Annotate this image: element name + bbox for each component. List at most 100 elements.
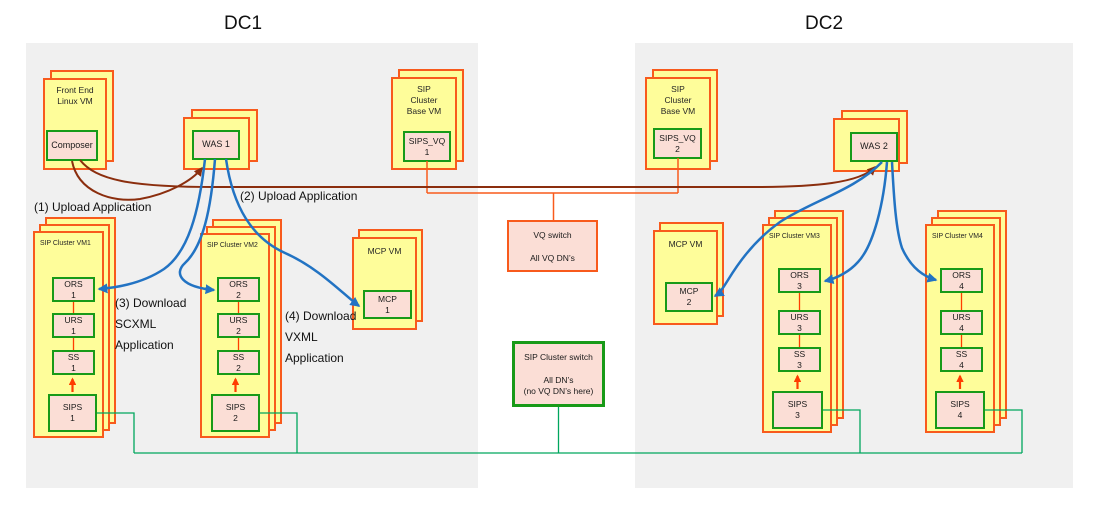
ors1-box: ORS 1	[52, 277, 95, 302]
ors3-box: ORS 3	[778, 268, 821, 293]
ors2-num: 2	[236, 289, 241, 300]
mcp1-box: MCP 1	[363, 290, 412, 319]
sips-vq1-box: SIPS_VQ 1	[403, 131, 451, 162]
vm4-title: SIP Cluster VM4	[932, 233, 983, 240]
mcp2-box: MCP 2	[665, 282, 713, 312]
mcp-vm2-title: MCP VM	[668, 239, 703, 249]
sip-base-vm1-title-line1: SIP	[417, 84, 431, 94]
urs2-num: 2	[236, 325, 241, 336]
vq-switch-box: VQ switch All VQ DN’s	[507, 220, 598, 272]
sips2-label: SIPS	[225, 402, 246, 413]
mcp1-label: MCP	[378, 293, 397, 304]
mcp1-num: 1	[385, 304, 390, 315]
ss1-box: SS 1	[52, 350, 95, 375]
ors3-label: ORS	[790, 269, 809, 280]
mcp-vm1-title: MCP VM	[367, 246, 402, 256]
annotation-upload-2: (2) Upload Application	[240, 189, 358, 203]
urs3-box: URS 3	[778, 310, 821, 335]
urs1-num: 1	[71, 325, 76, 336]
dc2-title: DC2	[805, 13, 844, 34]
ors2-label: ORS	[229, 278, 248, 289]
annotation-3-line1: (3) Download	[115, 296, 187, 310]
urs1-label: URS	[64, 314, 83, 325]
urs3-num: 3	[797, 322, 802, 333]
sip-cluster-switch-dns-label: All DN’s	[543, 375, 574, 386]
frontend-linux-vm-title: Front End Linux VM	[45, 80, 105, 107]
mcp2-label: MCP	[679, 286, 699, 297]
annotation-3-line3: Application	[115, 338, 174, 352]
vq-switch-dns-label: All VQ DN’s	[530, 253, 575, 264]
composer-label: Composer	[51, 139, 93, 150]
sips-vq2-box: SIPS_VQ 2	[653, 128, 702, 159]
sips4-num: 4	[957, 410, 963, 420]
sip-base-vm1-title: SIP Cluster Base VM	[393, 79, 455, 117]
sips3-box: SIPS 3	[772, 391, 823, 429]
annotation-download-vxml: (4) Download VXML Application	[285, 306, 356, 369]
sip-base-vm2-title-line2: Cluster	[664, 95, 692, 106]
sip-base-vm1-title-line3: Base VM	[406, 106, 442, 117]
sips1-num: 1	[70, 413, 75, 423]
frontend-vm-title-line2: Linux VM	[57, 96, 93, 107]
sips1-box: SIPS 1	[48, 394, 97, 432]
annotation-download-scxml: (3) Download SCXML Application	[115, 293, 186, 356]
ss3-num: 3	[797, 359, 802, 370]
annotation-4-line3: Application	[285, 351, 344, 365]
urs2-label: URS	[229, 314, 248, 325]
sip-base-vm1-title-line2: Cluster	[410, 95, 438, 106]
ors3-num: 3	[797, 280, 802, 291]
composer-box: Composer	[46, 130, 98, 161]
urs4-num: 4	[959, 322, 964, 333]
ors4-box: ORS 4	[940, 268, 983, 293]
vm2-title: SIP Cluster VM2	[207, 242, 258, 249]
ors4-num: 4	[959, 280, 964, 291]
ors2-box: ORS 2	[217, 277, 260, 302]
ss4-num: 4	[959, 359, 964, 370]
ss2-label: SS	[232, 351, 245, 362]
vq-switch-label: VQ switch	[533, 230, 572, 240]
urs4-box: URS 4	[940, 310, 983, 335]
annotation-3-line2: SCXML	[115, 317, 157, 331]
ss1-num: 1	[71, 362, 76, 373]
sips3-num: 3	[795, 410, 800, 420]
frontend-vm-title-line1: Front End	[56, 85, 94, 95]
vm3-title: SIP Cluster VM3	[769, 233, 820, 240]
ss2-num: 2	[236, 362, 241, 373]
sips-vq2-label: SIPS_VQ	[659, 132, 696, 143]
dc1-title: DC1	[224, 13, 263, 34]
sip-cluster-switch-box: SIP Cluster switch All DN’s (no VQ DN’s …	[512, 341, 605, 407]
sip-cluster-switch-note: (no VQ DN’s here)	[523, 386, 594, 397]
sips2-box: SIPS 2	[211, 394, 260, 432]
annotation-upload-1: (1) Upload Application	[34, 200, 152, 214]
ss4-label: SS	[955, 348, 968, 359]
sip-base-vm2-title-line3: Base VM	[660, 106, 696, 117]
mcp2-num: 2	[686, 297, 692, 307]
annotation-4-line2: VXML	[285, 330, 318, 344]
ss2-box: SS 2	[217, 350, 260, 375]
urs4-label: URS	[952, 311, 971, 322]
ors1-num: 1	[71, 289, 76, 300]
urs3-label: URS	[790, 311, 809, 322]
sip-cluster-switch-label: SIP Cluster switch	[524, 352, 593, 362]
ors1-label: ORS	[64, 278, 83, 289]
ors4-label: ORS	[952, 269, 971, 280]
vm1-title: SIP Cluster VM1	[40, 240, 91, 247]
sip-base-vm2-title-line1: SIP	[671, 84, 685, 94]
sip-base-vm2-title: SIP Cluster Base VM	[647, 79, 709, 117]
ss3-label: SS	[793, 348, 806, 359]
annotation-4-line1: (4) Download	[285, 309, 357, 323]
was1-label: WAS 1	[202, 139, 230, 150]
sips-vq1-label: SIPS_VQ	[408, 135, 446, 146]
ss4-box: SS 4	[940, 347, 983, 372]
ss3-box: SS 3	[778, 347, 821, 372]
sips-vq1-num: 1	[424, 146, 430, 157]
sips4-box: SIPS 4	[935, 391, 985, 429]
sips-vq2-num: 2	[675, 143, 680, 154]
sips4-label: SIPS	[950, 399, 970, 410]
was1-box: WAS 1	[192, 130, 240, 160]
was2-box: WAS 2	[850, 132, 898, 162]
was2-label: WAS 2	[860, 141, 888, 152]
urs2-box: URS 2	[217, 313, 260, 338]
sips3-label: SIPS	[787, 399, 808, 410]
sips1-label: SIPS	[62, 402, 83, 413]
